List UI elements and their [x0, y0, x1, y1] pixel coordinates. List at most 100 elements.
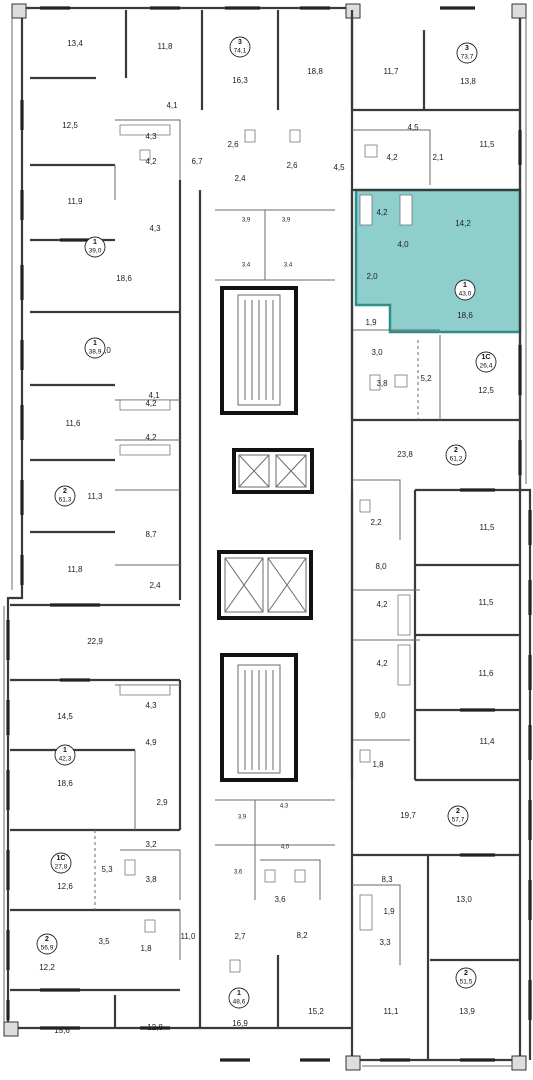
- room-label: 12,5: [62, 121, 78, 130]
- room-label: 12,6: [57, 882, 73, 891]
- flat-badge[interactable]: 251,5: [455, 967, 477, 989]
- flat-badge[interactable]: 139,0: [84, 236, 106, 258]
- room-label: 18,6: [116, 274, 132, 283]
- room-label: 18,8: [307, 67, 323, 76]
- room-label: 4,2: [376, 208, 388, 217]
- room-label: 11,7: [384, 67, 400, 76]
- room-label: 4,3: [280, 804, 289, 810]
- flat-area: 51,5: [460, 979, 473, 986]
- room-label: 4,5: [407, 123, 419, 132]
- flat-area: 26,4: [480, 363, 493, 370]
- room-label: 5,3: [101, 865, 113, 874]
- room-label: 8,7: [145, 530, 157, 539]
- flat-badge[interactable]: 138,9: [84, 337, 106, 359]
- flat-rooms: 2: [464, 970, 468, 977]
- room-label: 16,9: [232, 1019, 248, 1028]
- room-label: 11,1: [384, 1007, 400, 1016]
- room-label: 2,1: [432, 153, 444, 162]
- flat-area: 73,7: [461, 54, 474, 61]
- flat-badge[interactable]: 261,3: [54, 485, 76, 507]
- flat-rooms: 1С: [482, 354, 491, 361]
- flat-badge[interactable]: 142,3: [54, 744, 76, 766]
- room-label: 3,3: [379, 938, 391, 947]
- flat-badge[interactable]: 148,6: [228, 987, 250, 1009]
- room-label: 8,0: [375, 562, 387, 571]
- room-label: 4,1: [166, 101, 178, 110]
- room-label: 11,5: [479, 598, 495, 607]
- flat-rooms: 2: [456, 808, 460, 815]
- flat-area: 43,0: [459, 291, 472, 298]
- room-label: 22,9: [87, 637, 103, 646]
- flat-rooms: 2: [454, 447, 458, 454]
- room-label: 2,7: [234, 932, 246, 941]
- room-label: 4,3: [149, 224, 161, 233]
- room-label: 15,6: [54, 1026, 70, 1035]
- flat-rooms: 3: [238, 39, 242, 46]
- room-label: 2,9: [156, 798, 168, 807]
- flat-area: 57,7: [452, 817, 465, 824]
- room-label: 3,4: [284, 263, 293, 269]
- room-label: 12,5: [478, 386, 494, 395]
- room-label: 3,2: [145, 840, 157, 849]
- flat-badge[interactable]: 256,9: [36, 933, 58, 955]
- room-label: 2,4: [234, 174, 246, 183]
- fixtures: [119, 124, 413, 973]
- room-label: 13,8: [460, 77, 476, 86]
- room-label: 15,2: [308, 1007, 324, 1016]
- room-label: 11,5: [480, 140, 496, 149]
- room-label: 4,0: [281, 845, 290, 851]
- room-label: 12,2: [39, 963, 55, 972]
- room-label: 4,0: [397, 240, 409, 249]
- flat-badge[interactable]: 261,2: [445, 444, 467, 466]
- flat-badge[interactable]: 373,7: [456, 42, 478, 64]
- flat-badge[interactable]: 1С 26,4: [475, 351, 497, 373]
- room-label: 4,5: [333, 163, 345, 172]
- flat-rooms: 1: [237, 990, 241, 997]
- flat-rooms: 2: [63, 488, 67, 495]
- flat-badge[interactable]: 257,7: [447, 805, 469, 827]
- flat-rooms: 3: [465, 45, 469, 52]
- flat-rooms: 1С: [57, 855, 66, 862]
- room-label: 11,8: [68, 565, 84, 574]
- room-label: 2,2: [370, 518, 382, 527]
- interior-walls: [10, 10, 520, 1060]
- room-label: 3,8: [145, 875, 157, 884]
- room-label: 11,0: [181, 932, 197, 941]
- room-label: 12,8: [147, 1023, 163, 1032]
- room-label: 11,4: [480, 737, 496, 746]
- room-label: 11,6: [66, 419, 82, 428]
- room-label: 18,6: [457, 311, 473, 320]
- flat-area: 38,9: [89, 349, 102, 356]
- room-label: 3,9: [238, 815, 247, 821]
- room-label: 4,2: [376, 659, 388, 668]
- flat-badge[interactable]: 1С 27,8: [50, 852, 72, 874]
- room-label: 4,1: [148, 391, 160, 400]
- flat-badge[interactable]: 143,0: [454, 279, 476, 301]
- windows: [6, 6, 532, 1062]
- flat-area: 42,3: [59, 756, 72, 763]
- room-label: 2,0: [366, 272, 378, 281]
- room-label: 2,4: [149, 581, 161, 590]
- room-label: 3,8: [376, 379, 388, 388]
- room-label: 1,9: [365, 318, 377, 327]
- room-label: 3,9: [242, 218, 251, 224]
- room-label: 23,8: [397, 450, 413, 459]
- flat-area: 39,0: [89, 248, 102, 255]
- room-label: 11,8: [158, 42, 174, 51]
- room-label: 3,5: [98, 937, 110, 946]
- flat-badge[interactable]: 374,1: [229, 36, 251, 58]
- room-label: 1,8: [372, 760, 384, 769]
- room-label: 4,2: [376, 600, 388, 609]
- room-label: 3,9: [282, 218, 291, 224]
- room-label: 13,0: [456, 895, 472, 904]
- flat-area: 27,8: [55, 864, 68, 871]
- flat-area: 61,2: [450, 456, 463, 463]
- room-label: 4,2: [386, 153, 398, 162]
- flat-area: 56,9: [41, 945, 54, 952]
- flat-rooms: 1: [63, 747, 67, 754]
- flat-rooms: 1: [93, 239, 97, 246]
- room-label: 14,5: [57, 712, 73, 721]
- room-label: 4,3: [145, 701, 157, 710]
- flat-rooms: 1: [463, 282, 467, 289]
